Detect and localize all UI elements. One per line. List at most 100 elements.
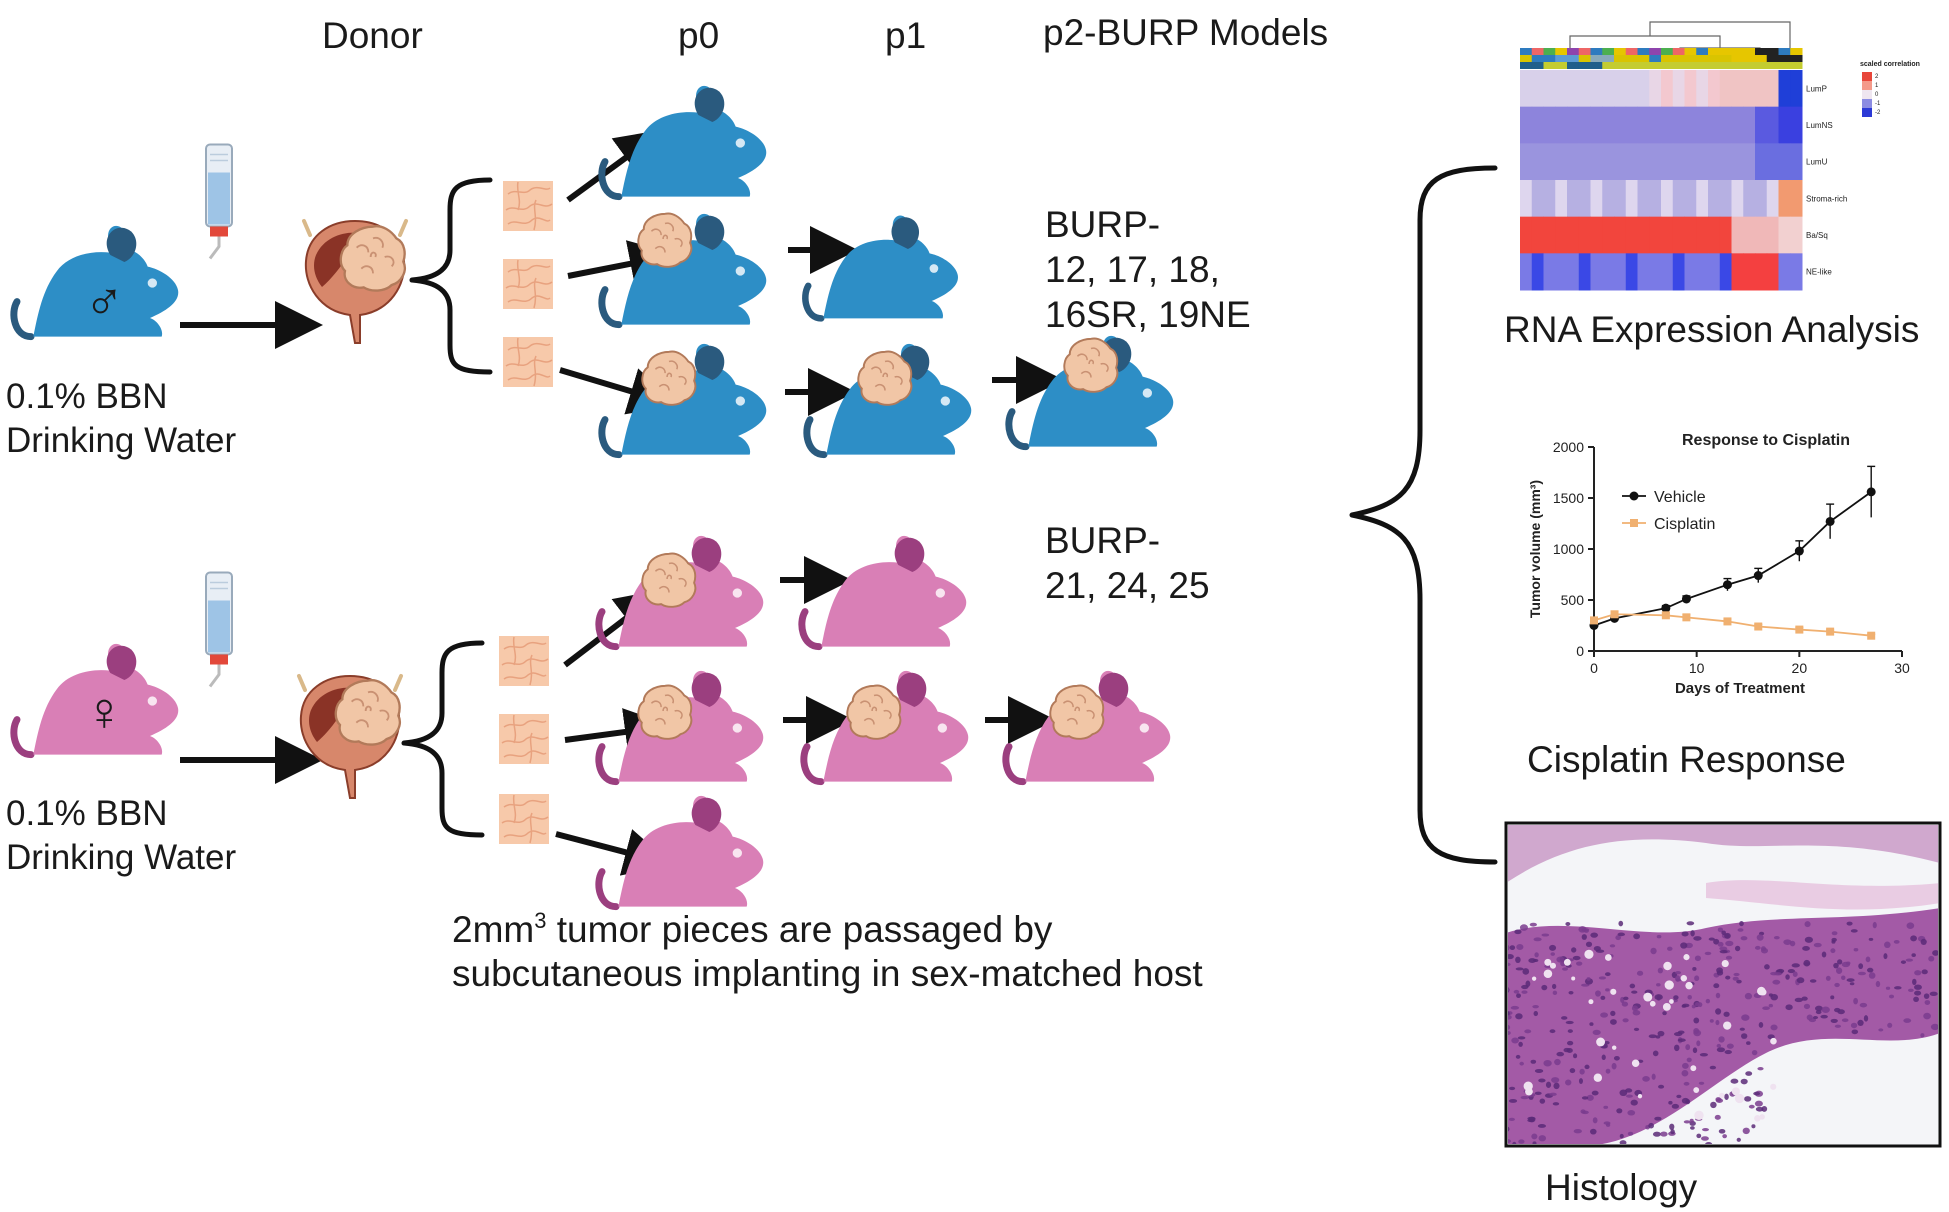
histology-nucleus	[1773, 935, 1780, 940]
histology-nucleus	[1527, 1118, 1535, 1123]
histology-nucleus	[1689, 1118, 1694, 1123]
heatmap-cell	[1555, 180, 1568, 218]
heatmap-cell	[1731, 70, 1744, 108]
heatmap-cell	[1531, 106, 1544, 144]
heatmap-cell	[1567, 216, 1580, 254]
legend-marker	[1630, 519, 1638, 527]
female-piece-1	[498, 635, 550, 687]
histology-nucleus	[1656, 934, 1662, 939]
heatmap-cell	[1731, 253, 1744, 291]
histology-nucleus	[1654, 1116, 1662, 1121]
heatmap-cell	[1590, 70, 1603, 108]
heatmap-row-label: Ba/Sq	[1806, 231, 1828, 240]
histology-nucleus	[1701, 1136, 1709, 1141]
heatmap-annotation-cell	[1766, 55, 1779, 62]
histology-nucleus	[1928, 955, 1935, 962]
histology-nucleus	[1590, 932, 1599, 938]
histology-nucleus	[1618, 920, 1624, 927]
histology-nucleus	[1713, 983, 1720, 989]
heatmap-cell	[1543, 70, 1556, 108]
histology-nucleus	[1868, 972, 1876, 979]
histology-nucleus	[1914, 990, 1922, 996]
histology-nucleus	[1814, 1005, 1823, 1012]
histology-nucleus	[1785, 1004, 1793, 1011]
heatmap-cell	[1684, 216, 1697, 254]
histology-nucleus	[1619, 1133, 1624, 1139]
histology-nucleus	[1585, 941, 1593, 947]
histology-nucleus	[1696, 1040, 1701, 1047]
histology-nucleus	[1726, 1043, 1734, 1049]
heatmap-cell	[1649, 253, 1662, 291]
histology-nucleus	[1626, 1094, 1633, 1098]
histology-lumen	[1571, 976, 1576, 981]
x-tick-label: 0	[1590, 660, 1598, 676]
histology-nucleus	[1693, 1017, 1700, 1024]
heatmap-cell	[1778, 253, 1791, 291]
heatmap-cell	[1708, 70, 1721, 108]
heatmap-annotation-cell	[1661, 48, 1674, 55]
histology-nucleus	[1783, 939, 1792, 945]
heatmap-legend-swatch	[1862, 81, 1872, 90]
heatmap-cell	[1555, 216, 1568, 254]
heatmap-annotation-cell	[1743, 62, 1756, 69]
histology-nucleus	[1718, 1036, 1725, 1043]
histology-lumen	[1721, 959, 1729, 968]
histology-nucleus	[1859, 1002, 1868, 1008]
header-p2: p2-BURP Models	[1043, 12, 1328, 53]
heatmap-cell	[1555, 253, 1568, 291]
histology-nucleus	[1715, 1098, 1724, 1103]
histology-nucleus	[1821, 1006, 1830, 1013]
heatmap-cell	[1578, 70, 1591, 108]
histology-nucleus	[1801, 996, 1808, 1001]
heatmap-cell	[1590, 180, 1603, 218]
heatmap-annotation-cell	[1531, 48, 1544, 55]
histology-nucleus	[1905, 958, 1914, 962]
histology-nucleus	[1825, 975, 1831, 981]
histology-nucleus	[1648, 1122, 1654, 1129]
histology-nucleus	[1565, 1020, 1574, 1025]
heatmap-cell	[1543, 253, 1556, 291]
male-p2-tumor-3-icon	[1063, 337, 1119, 393]
histology-nucleus	[1528, 958, 1537, 963]
histology-nucleus	[1691, 1004, 1696, 1009]
histology-nucleus	[1830, 1018, 1838, 1024]
heatmap-annotation-cell	[1696, 55, 1709, 62]
histology-nucleus	[1762, 1006, 1770, 1010]
histology-nucleus	[1687, 994, 1692, 1000]
heatmap-cell	[1578, 216, 1591, 254]
histology-nucleus	[1573, 1128, 1582, 1134]
heatmap-cell	[1766, 180, 1779, 218]
histology-nucleus	[1573, 1053, 1578, 1059]
histology-nucleus	[1610, 1010, 1616, 1017]
heatmap-cell	[1708, 253, 1721, 291]
histology-nucleus	[1552, 990, 1558, 996]
histology-nucleus	[1541, 933, 1550, 937]
heatmap-cell	[1766, 106, 1779, 144]
x-tick-label: 10	[1689, 660, 1705, 676]
histology-nucleus	[1932, 950, 1938, 956]
histology-nucleus	[1724, 932, 1731, 939]
histology-nucleus	[1803, 959, 1811, 967]
histology-lumen	[1637, 1093, 1643, 1099]
histology-nucleus	[1515, 1054, 1521, 1059]
histology-nucleus	[1616, 1108, 1623, 1114]
histology-nucleus	[1549, 1092, 1557, 1097]
histology-nucleus	[1806, 1014, 1813, 1021]
histology-nucleus	[1718, 1128, 1726, 1134]
heatmap-legend-title: scaled correlation	[1860, 61, 1920, 68]
heatmap-cell	[1614, 143, 1627, 181]
histology-nucleus	[1668, 1100, 1673, 1105]
heatmap-annotation-cell	[1790, 55, 1803, 62]
histology-nucleus	[1746, 1041, 1751, 1045]
heatmap-cell	[1567, 70, 1580, 108]
histology-nucleus	[1671, 1103, 1679, 1109]
histology-nucleus	[1532, 1141, 1537, 1144]
histology-nucleus	[1648, 1034, 1657, 1039]
heatmap-cell	[1790, 253, 1803, 291]
male-passage-row-2	[567, 212, 958, 325]
histology-nucleus	[1741, 1033, 1748, 1039]
histology-nucleus	[1605, 1068, 1611, 1074]
histology-nucleus	[1508, 987, 1510, 992]
heatmap-cell	[1684, 70, 1697, 108]
histology-nucleus	[1686, 921, 1695, 926]
